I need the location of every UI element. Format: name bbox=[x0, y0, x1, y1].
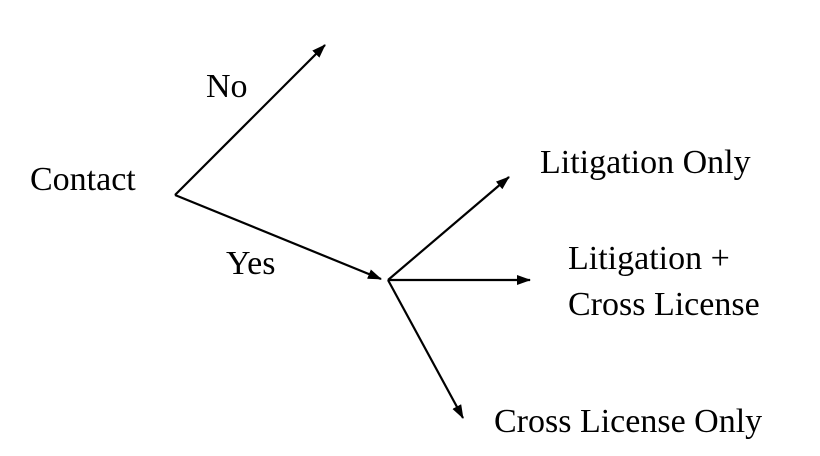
node-contact-label: Contact bbox=[30, 161, 136, 198]
edge-litigation-only-arrow bbox=[387, 176, 510, 281]
node-cross-license-only-label: Cross License Only bbox=[494, 403, 763, 440]
edge-no-arrow bbox=[174, 44, 326, 196]
edge-yes-label: Yes bbox=[226, 245, 276, 282]
node-litigation-cross-license-label: Litigation + Cross License bbox=[568, 236, 760, 328]
edge-yes-arrow bbox=[174, 193, 382, 281]
node-litigation-only-label: Litigation Only bbox=[540, 144, 751, 181]
edge-cross-license-only-arrow bbox=[387, 279, 464, 419]
node-litigation-cross-line2: Cross License bbox=[568, 286, 760, 323]
edge-no-label: No bbox=[206, 68, 248, 105]
node-litigation-cross-line1: Litigation + bbox=[568, 240, 730, 277]
